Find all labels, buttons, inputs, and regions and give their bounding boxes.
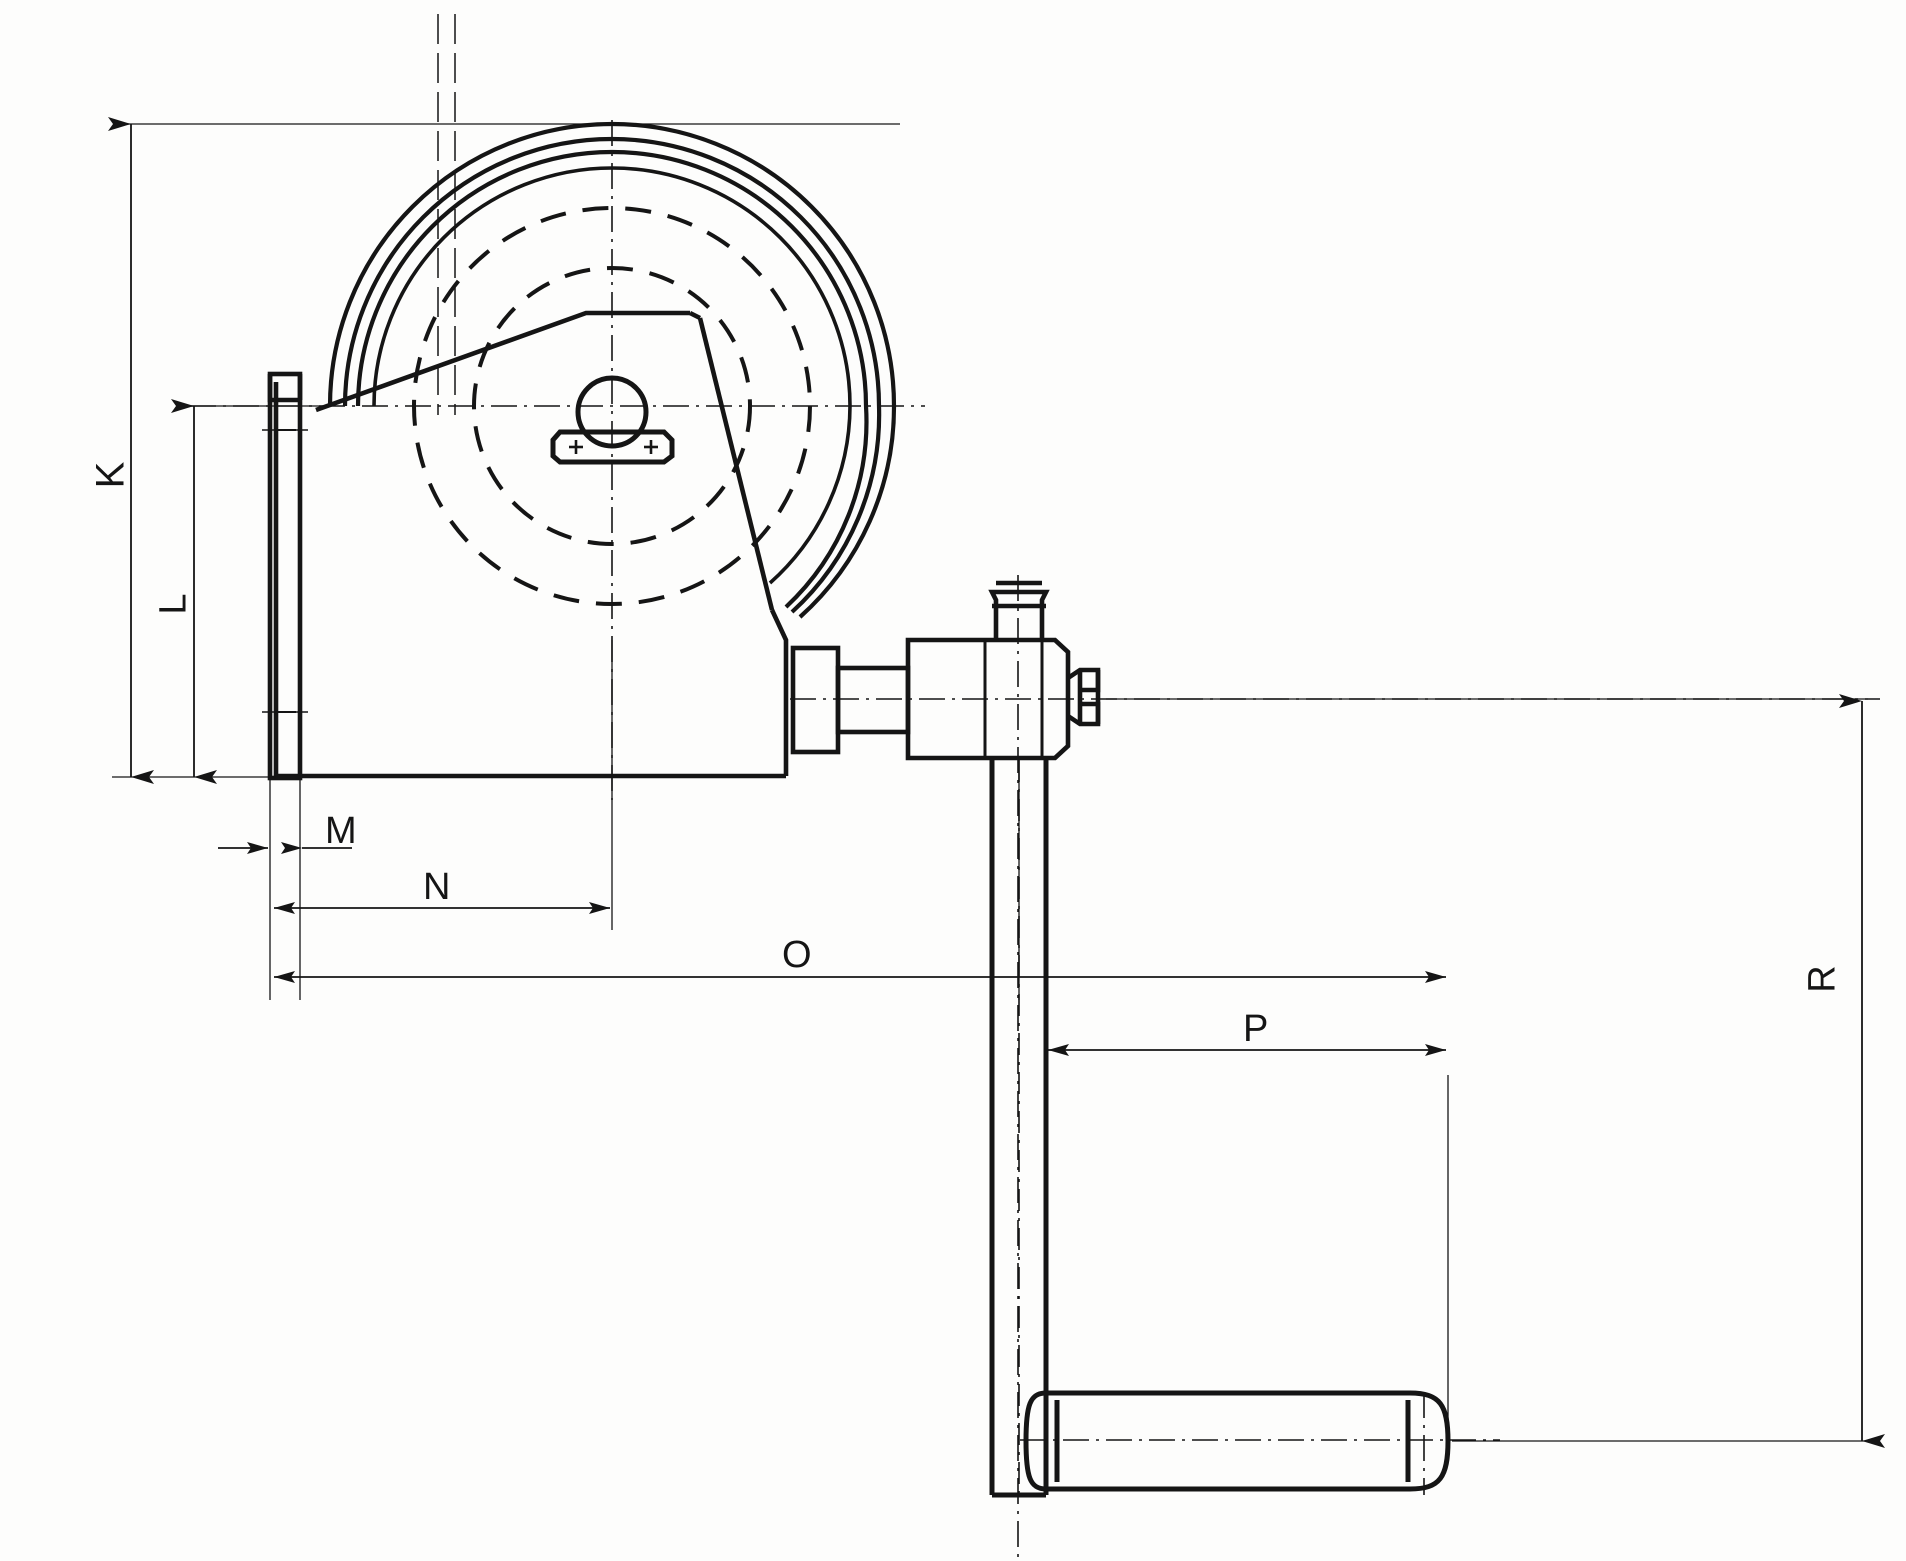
reel-drum-outer-arcs (327, 121, 897, 619)
dimension-label-O: O (782, 934, 812, 976)
dimension-label-R: R (1801, 965, 1844, 993)
housing-body (273, 310, 789, 779)
handle-grip (1023, 1390, 1451, 1492)
hidden-flange-circles (412, 206, 812, 606)
centreline-group (190, 120, 1880, 1561)
shaft-journal (835, 665, 911, 735)
extension-lines (112, 123, 1868, 1442)
mounting-plate (267, 371, 303, 781)
crank-hub-body (905, 637, 1071, 761)
shaft-collar-near (790, 645, 841, 755)
drum-construction-lines (437, 14, 456, 415)
grease-nipple (988, 580, 1050, 640)
dimension-label-L: L (152, 593, 195, 615)
pillow-block (550, 429, 675, 465)
hub-waist-lines (983, 640, 1044, 758)
shaft-lock-nut (1066, 667, 1101, 727)
dimension-label-M: M (325, 810, 357, 852)
reel-drum-body-circle (372, 166, 852, 585)
mounting-plate-hole-marks (276, 429, 296, 713)
plate-hole-centrelines (262, 429, 312, 713)
bearing-hub-circle (575, 375, 649, 449)
dimension-label-P: P (1243, 1008, 1269, 1050)
pillow-block-hole-crosses (569, 440, 658, 454)
dimension-arrows (108, 117, 1885, 1448)
dimension-label-N: N (423, 866, 451, 908)
dimension-label-K: K (88, 461, 133, 489)
